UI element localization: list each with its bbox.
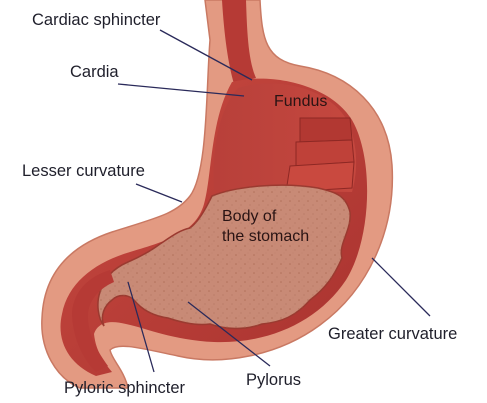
leader-pyloric-sphincter <box>127 281 155 373</box>
mucosa-texture <box>97 185 351 329</box>
leader-greater-curvature <box>371 257 431 317</box>
label-body-line1: Body of <box>222 208 277 225</box>
leader-lines <box>117 29 431 373</box>
leader-cardiac-sphincter <box>159 29 253 81</box>
esophagus <box>222 0 256 84</box>
pyloric-channel <box>72 270 114 372</box>
label-pyloric-sphincter: Pyloric sphincter <box>64 379 186 397</box>
leader-cardia <box>117 83 245 97</box>
label-pylorus: Pylorus <box>246 371 302 389</box>
label-greater-curvature: Greater curvature <box>328 325 458 343</box>
label-cardia: Cardia <box>70 63 119 81</box>
label-body-line2: the stomach <box>222 228 310 245</box>
label-lesser-curvature: Lesser curvature <box>22 162 145 180</box>
leader-pylorus <box>187 301 271 367</box>
label-cardiac-sphincter: Cardiac sphincter <box>32 11 161 29</box>
label-fundus: Fundus <box>274 93 328 110</box>
leader-lesser-curvature <box>135 183 183 203</box>
muscle-band-3 <box>285 161 355 193</box>
muscle-band-1 <box>299 117 353 143</box>
